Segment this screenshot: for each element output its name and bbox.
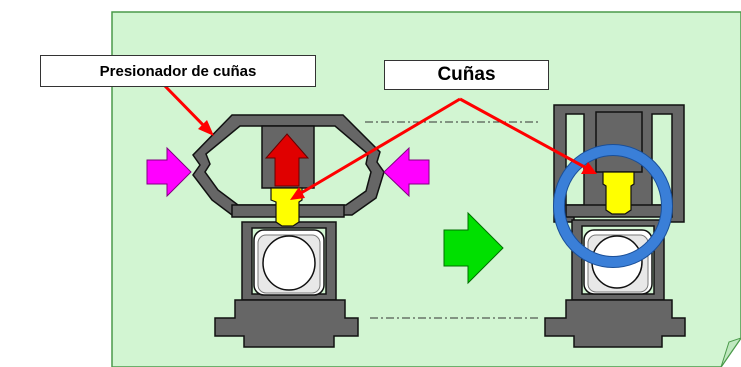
magenta-left-arrow-icon xyxy=(383,146,430,198)
magenta-right-arrow-icon xyxy=(146,146,192,198)
page-curl xyxy=(720,337,741,367)
label-cunas: Cuñas xyxy=(384,60,549,90)
left-base xyxy=(214,299,359,348)
left-workpiece-circle xyxy=(262,235,316,291)
pointer-presionador xyxy=(161,82,211,133)
pointer-presionador-head xyxy=(198,120,214,136)
pointer-lines xyxy=(161,82,591,198)
highlight-ring xyxy=(553,144,673,268)
right-assembly xyxy=(544,104,686,348)
right-housing xyxy=(571,219,665,301)
pointer-cunas-right-head xyxy=(581,162,597,174)
pointer-cunas-left xyxy=(295,97,461,198)
pointer-cunas-right xyxy=(459,97,591,172)
red-up-arrow-icon xyxy=(264,133,310,187)
green-right-arrow-icon xyxy=(443,211,504,285)
right-center-stem xyxy=(595,111,643,173)
label-presionador-de-cunas: Presionador de cuñas xyxy=(40,55,316,87)
left-assembly xyxy=(146,114,430,348)
right-base xyxy=(544,299,686,348)
right-wedge xyxy=(602,171,635,215)
pointer-cunas-left-head xyxy=(290,187,305,200)
